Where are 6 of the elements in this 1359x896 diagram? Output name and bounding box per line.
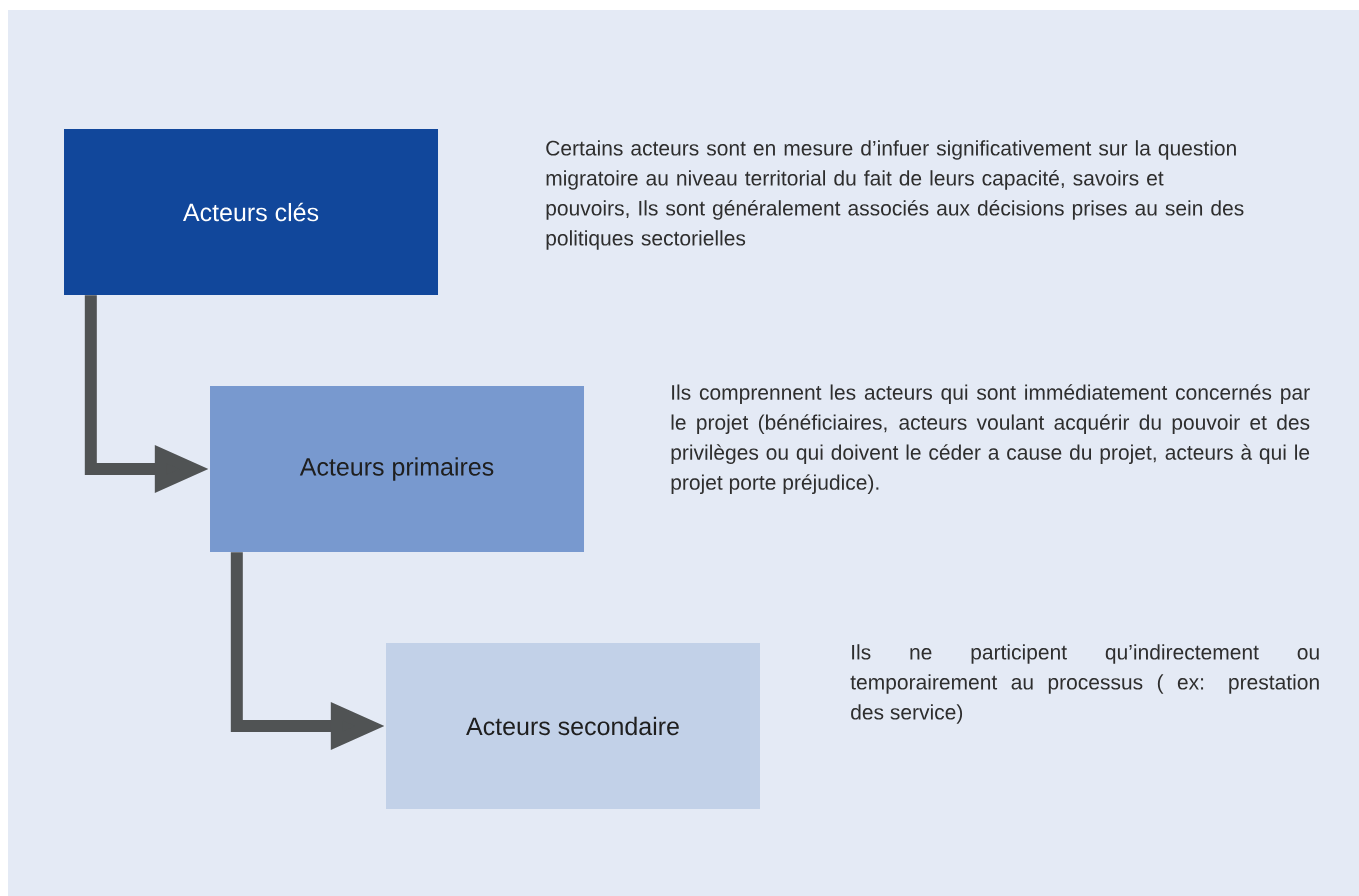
process-box: Acteurs primaires: [210, 386, 584, 552]
description-text: Certains acteurs sont en mesure d’infuer significativement sur la question migratoire au niveau territorial du fait de leurs capacité, savoirs et pouvoirs, Ils sont généralement associés aux décisions prises au sein des politiques sectorielles: [546, 140, 1244, 250]
description-text: Ils ne participent qu’indirectement ou temporairement au processus ( ex: prestation des service): [850, 644, 1319, 724]
description-text: Ils comprennent les acteurs qui sont immédiatement concernés par le projet (bénéficiaires, acteurs voulant acquérir du pouvoir et des privilèges ou qui doivent le céder a cause du projet, acteurs à qui le projet porte préjudice).: [671, 384, 1310, 494]
process-box: Acteurs secondaire: [386, 643, 760, 809]
process-box: Acteurs clés: [64, 129, 438, 295]
